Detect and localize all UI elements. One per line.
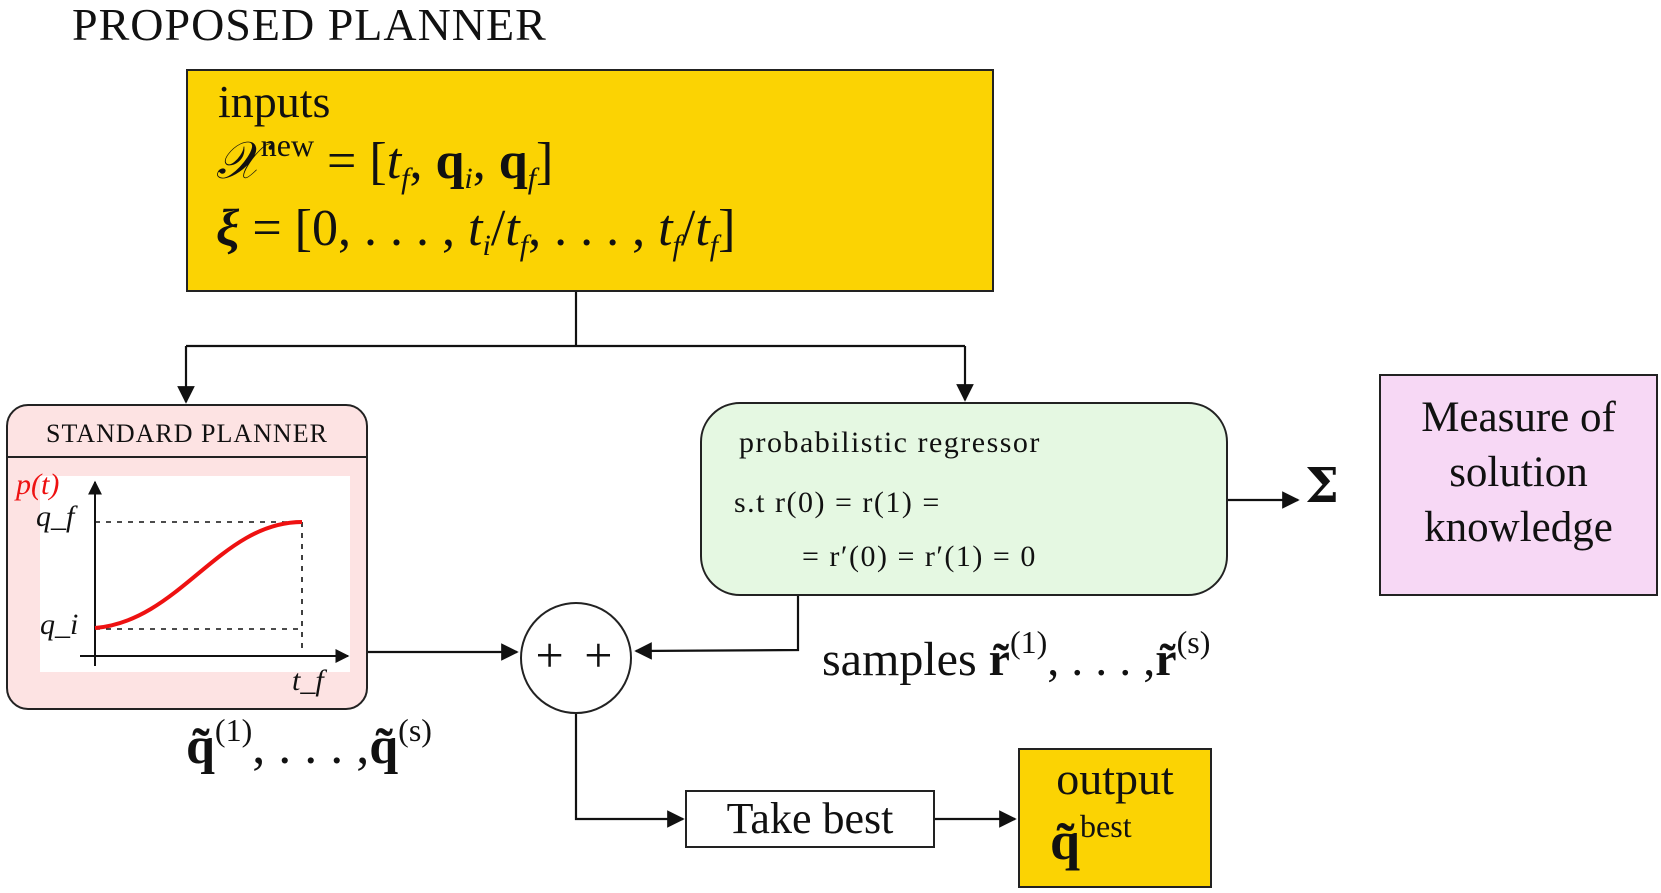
q-symbol: q xyxy=(498,133,528,190)
regressor-constraint-2: = r′(0) = r′(1) = 0 xyxy=(802,540,1037,573)
sub-f: f xyxy=(527,162,537,195)
plot-label-tf: t_f xyxy=(292,664,324,697)
measure-line-3: knowledge xyxy=(1424,504,1613,551)
sup-1: (1) xyxy=(1009,624,1048,660)
plot-label-qi: q_i xyxy=(40,608,79,641)
wire-regressor-to-sum xyxy=(634,596,800,660)
r-tilde: r̃ xyxy=(988,633,1010,686)
regressor-title: probabilistic regressor xyxy=(739,426,1041,459)
comma: , xyxy=(409,133,423,190)
regressor-box: probabilistic regressor s.t r(0) = r(1) … xyxy=(700,402,1228,596)
sub-f: f xyxy=(401,162,410,195)
output-box: output q̃best xyxy=(1018,748,1212,888)
sub-f: f xyxy=(672,229,681,262)
take-best-box: Take best xyxy=(685,790,935,848)
sub-f: f xyxy=(709,229,719,262)
samples-label: samples r̃(1), . . . ,r̃(s) xyxy=(822,624,1210,687)
inputs-xi-line: ξ = [0, . . . , ti/tf, . . . , tf/tf] xyxy=(216,199,735,263)
xi-symbol: ξ xyxy=(216,200,240,257)
close-bracket: ] xyxy=(536,133,554,190)
regressor-constraint-1: s.t r(0) = r(1) = xyxy=(734,486,941,519)
measure-line-1: Measure of xyxy=(1421,394,1616,441)
measure-box: Measure of solution knowledge xyxy=(1379,374,1658,596)
measure-line-2: solution xyxy=(1449,449,1588,496)
inputs-heading: inputs xyxy=(218,76,331,127)
sup-best: best xyxy=(1080,808,1132,844)
slash: / xyxy=(680,200,696,257)
r-tilde: r̃ xyxy=(1155,633,1177,686)
q-samples-label: q̃(1), . . . ,q̃(s) xyxy=(186,712,432,776)
sum-node: + + xyxy=(520,602,632,714)
diagram-title: PROPOSED PLANNER xyxy=(72,0,547,50)
standard-planner-heading: STANDARD PLANNER xyxy=(8,406,366,458)
sup-s: (s) xyxy=(398,712,432,748)
trajectory-plot xyxy=(40,476,350,672)
t-symbol: t xyxy=(386,133,402,190)
output-q: q̃best xyxy=(1050,808,1132,872)
wire-sum-to-takebest xyxy=(574,714,685,828)
t-symbol: t xyxy=(468,200,483,257)
q-symbol: q xyxy=(435,133,465,190)
sub-f: f xyxy=(519,229,529,262)
sub-i: i xyxy=(464,162,473,195)
xi-equals: = [0, . . . , xyxy=(252,200,456,257)
x-equals: = [ xyxy=(327,133,387,190)
ellipsis: , . . . , xyxy=(528,200,646,257)
inputs-box: inputs 𝒳new = [tf, qi, qf] ξ = [0, . . .… xyxy=(186,69,994,292)
q-tilde: q̃ xyxy=(186,718,215,775)
plot-label-qf: q_f xyxy=(36,500,75,533)
t-symbol: t xyxy=(695,200,710,257)
q-tilde: q̃ xyxy=(1050,811,1081,871)
output-heading: output xyxy=(1056,753,1174,804)
ellipsis: , . . . , xyxy=(252,718,370,775)
t-symbol: t xyxy=(505,200,520,257)
samples-word: samples xyxy=(822,633,977,686)
q-tilde: q̃ xyxy=(369,718,399,775)
t-symbol: t xyxy=(658,200,673,257)
x-symbol: 𝒳 xyxy=(216,133,261,190)
slash: / xyxy=(490,200,506,257)
inputs-x-line: 𝒳new = [tf, qi, qf] xyxy=(216,127,553,196)
sup-1: (1) xyxy=(214,712,253,748)
plot-label-p: p(t) xyxy=(16,468,60,501)
ellipsis: , . . . , xyxy=(1047,633,1156,686)
comma: , xyxy=(472,133,486,190)
standard-planner-box: STANDARD PLANNER p(t) q_f q_i t_f xyxy=(6,404,368,710)
sub-i: i xyxy=(482,229,491,262)
sigma-symbol: Σ xyxy=(1305,458,1339,514)
close-bracket: ] xyxy=(718,200,736,257)
trajectory-plot-svg xyxy=(80,480,350,666)
x-superscript: new xyxy=(260,127,315,163)
sup-s: (s) xyxy=(1176,624,1211,660)
trajectory-curve xyxy=(94,520,303,630)
